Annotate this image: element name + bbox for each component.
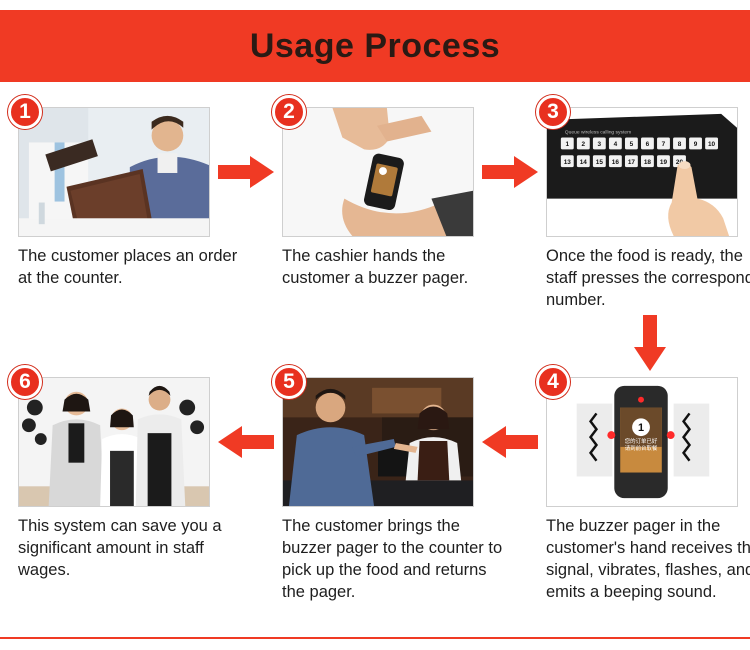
keypad-key[interactable] [673, 137, 686, 150]
step-6-photo [18, 377, 210, 507]
keypad-key-label: 1 [565, 141, 569, 148]
keypad-key-label: 18 [644, 159, 652, 166]
page-title: Usage Process [249, 26, 501, 65]
keypad-key-label: 2 [582, 141, 586, 148]
keypad-key[interactable] [608, 137, 622, 150]
keypad-key[interactable] [657, 137, 670, 150]
keypad-key-label: 14 [580, 159, 588, 166]
keypad-key-label: 15 [596, 159, 604, 166]
keypad-key-label: 17 [628, 159, 636, 166]
keypad-key[interactable] [624, 137, 638, 150]
pager-number: 1 [638, 422, 644, 434]
step-number-badge: 2 [272, 95, 306, 129]
step-number-badge: 5 [272, 365, 306, 399]
keypad-key-label: 20 [676, 159, 684, 166]
step-number-badge: 6 [8, 365, 42, 399]
step-3-caption: Once the food is ready, the staff presse… [546, 247, 750, 309]
step-number-badge: 3 [536, 95, 570, 129]
keypad-key[interactable] [592, 137, 606, 150]
right-arrow-icon [218, 156, 274, 188]
step-number-badge: 4 [536, 365, 570, 399]
step-1-photo [18, 107, 210, 237]
left-arrow-icon [218, 426, 274, 458]
bottom-divider [0, 637, 750, 639]
keypad-key[interactable] [576, 155, 590, 168]
keypad-key-label: 5 [630, 141, 634, 148]
step-5-caption: The customer brings the buzzer pager to … [282, 517, 503, 601]
left-arrow-icon [482, 426, 538, 458]
step-number-badge: 1 [8, 95, 42, 129]
keypad-key-label: 6 [646, 141, 650, 148]
pager-line2: 请到前台取餐 [625, 444, 658, 452]
step-1-caption: The customer places an order at the coun… [18, 247, 238, 287]
step-5-photo [282, 377, 474, 507]
keypad-label: Queue wireless calling system [565, 130, 631, 136]
keypad-key[interactable] [576, 137, 590, 150]
step-2-caption: The cashier hands the customer a buzzer … [282, 247, 469, 287]
down-arrow-icon [634, 315, 666, 371]
step-3-photo: Queue wireless calling system 1 2 3 4 5 6 7 8 9 1… [546, 107, 738, 237]
keypad-key[interactable] [705, 137, 718, 150]
keypad-key-label: 13 [564, 159, 572, 166]
step-4-photo: 1 您的订单已好 请到前台取餐 [546, 377, 738, 507]
keypad-key[interactable] [560, 155, 574, 168]
keypad-key[interactable] [624, 155, 638, 168]
keypad-key-label: 16 [612, 159, 620, 166]
keypad-key[interactable] [592, 155, 606, 168]
keypad-key-label: 7 [662, 141, 666, 148]
step-4-caption: The buzzer pager in the customer's hand … [546, 517, 750, 601]
keypad-key-label: 4 [614, 141, 618, 148]
keypad-key[interactable] [560, 137, 574, 150]
keypad-key-label: 8 [678, 141, 682, 148]
pager-line1: 您的订单已好 [625, 437, 658, 445]
step-2-photo [282, 107, 474, 237]
keypad-key[interactable] [641, 155, 654, 168]
keypad-key[interactable] [689, 137, 702, 150]
keypad-key[interactable] [657, 155, 670, 168]
header-banner: Usage Process [0, 10, 750, 82]
keypad-key-label: 3 [598, 141, 602, 148]
keypad-key-label: 19 [660, 159, 668, 166]
keypad-key-label: 10 [708, 141, 716, 148]
keypad-key[interactable] [641, 137, 654, 150]
step-6-caption: This system can save you a significant a… [18, 517, 222, 579]
keypad-key[interactable] [608, 155, 622, 168]
keypad-key-label: 9 [694, 141, 698, 148]
right-arrow-icon [482, 156, 538, 188]
